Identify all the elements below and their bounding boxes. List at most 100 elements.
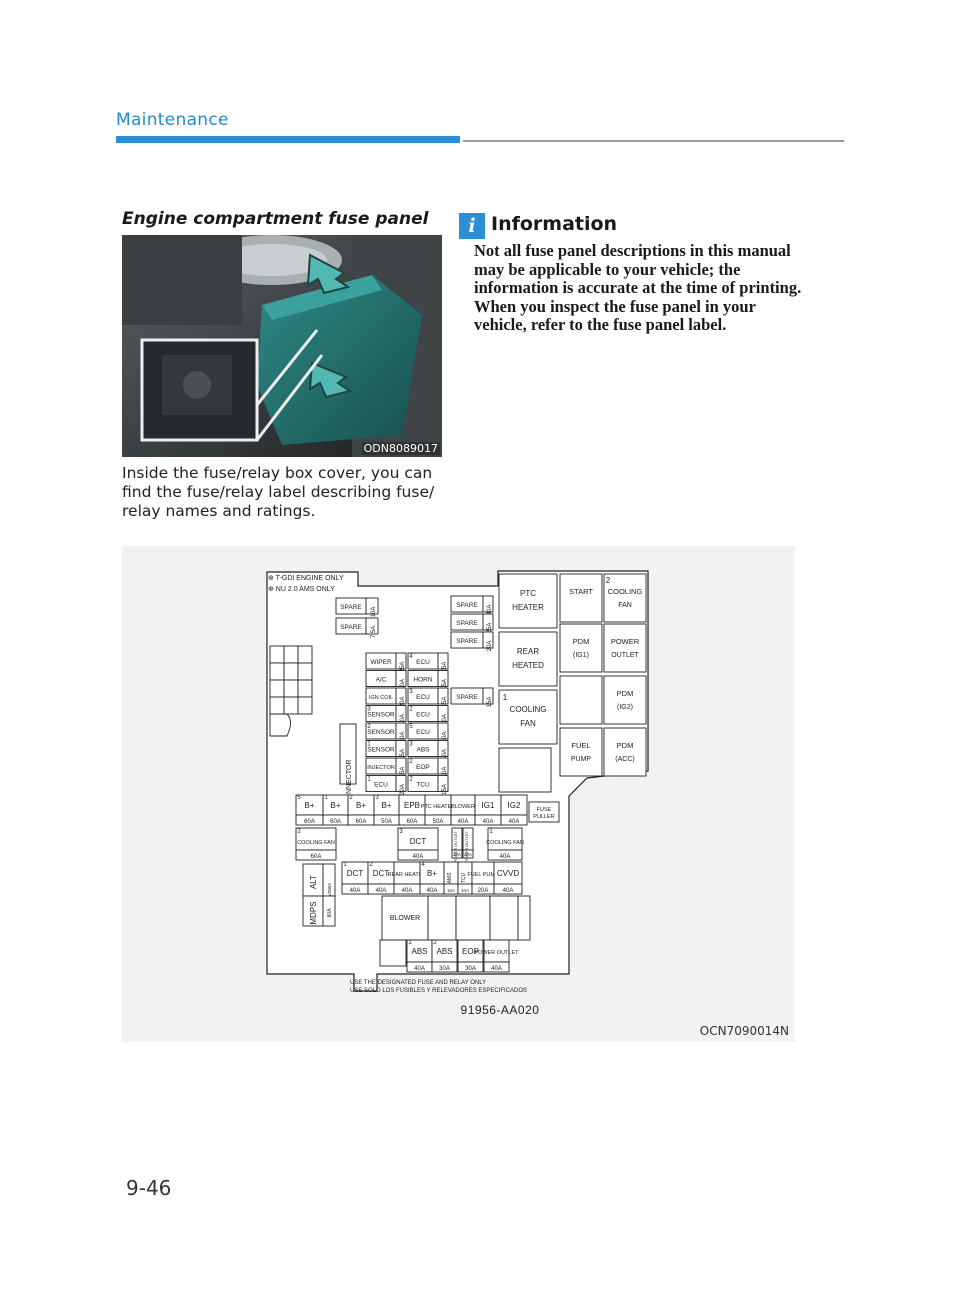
legend-nu: ⊕ NU 2.0 AMS ONLY [268,586,335,593]
relay-big-line2: FAN [520,719,536,728]
fuse-row4-blank [379,939,407,967]
fuse-row2-rating [451,849,463,859]
fuse-row3-name: AMS [447,872,453,884]
fuse-row3-num: 2 [369,862,373,868]
section-header: Maintenance [116,110,229,130]
connector-frame [339,723,357,785]
fuse-row3-name: TCU [461,872,467,883]
relay-big [498,631,558,687]
fuse-row1-rating-text: 60A [330,819,341,825]
fuse-row3-rating-text: 40A [376,888,387,894]
mini-fuse-right-name: ECU [416,712,430,719]
relay-small [559,727,603,777]
fuse-row2-num: 1 [489,829,493,835]
mini-fuse-left-rating [395,740,407,757]
legend-tgdi: ⊕ T-GDI ENGINE ONLY [268,575,344,582]
relay-big-line1: REAR [517,647,539,656]
info-title: Information [491,213,618,235]
spare-fuse-name: SPARE [456,602,478,609]
relay-big-empty [498,747,552,793]
spare-fuse-name: SPARE [456,694,478,701]
fuse-row1-rating-text: 60A [407,819,418,825]
relay-big-line1: PTC [520,589,536,598]
fuse-row1-name: B+ [330,801,340,810]
mini-fuse-left-rating-text: 10A [400,732,406,743]
spare-fuse-rating-text: 15A [487,697,493,708]
mini-fuse-right-rating-text: 15A [442,697,448,708]
fuse-row3-num: 1 [343,862,347,868]
mini-fuse-right-rating [437,652,449,670]
relay-small [559,675,603,725]
fuse-row3-name: FUEL PUMP [467,872,499,878]
fuse-row2-name: DCT [410,837,427,846]
mini-fuse-left-rating-text: 15A [400,749,406,760]
relay-big-line1: COOLING [510,705,547,714]
fuse-row3-rating-text: 10A [461,888,469,893]
connector-cell [297,679,313,698]
spare-fuse-name: SPARE [456,620,478,627]
mini-fuse-right-rating-text: 10A [442,767,448,778]
connector-cell [297,696,313,715]
mini-fuse-right-name: ECU [416,729,430,736]
fuse-row2-name: POWER OUTLET [453,830,458,863]
mini-fuse-right-num: 2 [409,759,413,765]
spare-fuse-name: SPARE [340,604,362,611]
relay-small-num: 2 [606,576,611,585]
fuse-row1-name: B+ [304,801,314,810]
fuse-row2-num: 3 [399,829,403,835]
fuse-row4-rating [483,961,510,973]
relay-small-line1: COOLING [608,587,643,596]
mini-fuse-left-rating-text: 10A [400,714,406,725]
fuse-row1-rating [500,814,528,826]
fuse-row2-rating-text: 20A [453,852,461,857]
connector-cell [269,662,285,681]
mini-fuse-left-name: A/C [376,677,387,684]
spare-fuse-rating-text: 30A [487,605,493,616]
spare-fuse-rating [482,613,494,631]
mini-fuse-left-num: 1 [367,777,371,783]
fuse-row1-name: EPB [404,801,420,810]
relay-small [559,573,603,623]
fuse-row2-name: COOLING FAN [297,840,335,846]
relay-small-line2: (IG2) [617,704,633,711]
fuse-row1-rating-text: 40A [483,819,494,825]
connector-cell [283,679,299,698]
spare-fuse-rating [482,631,494,649]
mini-fuse-left-rating-text: 15A [400,767,406,778]
spare-fuse-rating-text: 25A [487,623,493,634]
fuse-row3-rating-text: 40A [503,888,514,894]
mini-fuse-right-rating [437,757,449,775]
mini-fuse-right-name: EOP [416,764,430,771]
fuse-puller-text2: PULLER [533,814,554,820]
connector-cell [283,662,299,681]
fuse-row2-rating [487,849,523,861]
fuse-row4-rating [457,961,484,973]
relay-big-line2: HEATER [512,603,544,612]
fuse-row1-name: PTC HEATER [421,804,455,810]
mini-fuse-right-num: 4 [409,654,413,660]
spare-fuse-rating-text: 7.5A [371,626,377,638]
mini-fuse-right-rating-text: 15A [442,662,448,673]
mini-fuse-left-name: SENSOR [367,747,395,754]
fuse-row3-rating-text: 10A [447,888,455,893]
mini-fuse-right-num: 2 [409,707,413,713]
relay-small-line1: PDM [573,637,590,646]
fuse-row2-num: 2 [297,829,301,835]
info-body: Not all fuse panel descriptions in this … [474,241,802,334]
connector-cell [269,696,285,715]
fuse-row3-rating [493,883,523,895]
mini-fuse-left-rating [395,670,407,687]
fuse-row2-rating [462,849,474,859]
mini-fuse-right-rating [437,670,449,687]
fuse-row2-rating-text: 40A [500,854,511,860]
fuse-row3-rating-text: 40A [402,888,413,894]
fuse-row2-name: POWER OUTLET [464,830,469,863]
fuse-row4-rating-text: 30A [465,966,476,972]
mini-fuse-left-rating [395,687,407,705]
mini-fuse-right-rating [437,687,449,705]
relay-small [603,623,647,673]
relay-small [559,623,603,673]
mini-fuse-left-rating [395,775,407,792]
fuse-row1-num: 5 [297,795,301,801]
relay-small-line1: START [569,587,593,596]
